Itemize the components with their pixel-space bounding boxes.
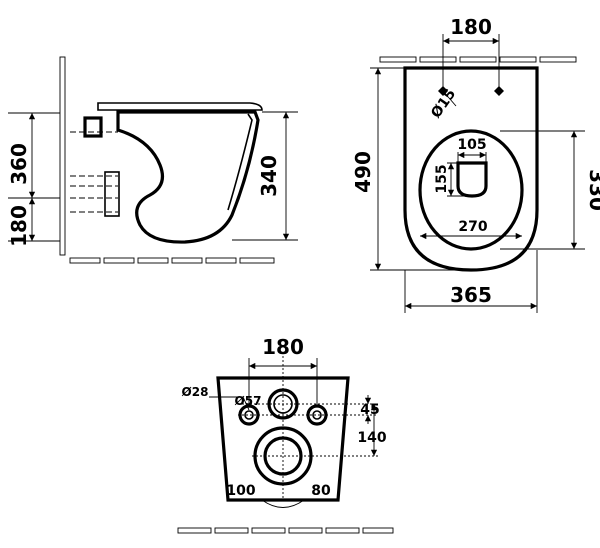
dim-length: 490 — [351, 151, 375, 193]
dim-outlet-offset: 140 — [357, 430, 386, 446]
water-spot — [456, 161, 488, 198]
small-pipe-left-inner — [244, 410, 254, 420]
dim-height-total: 360 — [7, 143, 31, 185]
dim-width: 365 — [450, 283, 492, 307]
bolt-hole-right — [494, 86, 504, 96]
dim-inlet-offset: 45 — [360, 402, 379, 418]
dim-seat-width: 270 — [458, 219, 487, 235]
dim-small-pipe: Ø28 — [182, 385, 209, 399]
seat-lid — [97, 102, 263, 111]
small-pipe-right-inner — [312, 410, 322, 420]
dim-opening-depth: 155 — [434, 164, 450, 193]
dim-bowl-height: 340 — [257, 155, 281, 197]
dim-opening-width: 105 — [457, 137, 486, 153]
dim-bolt-spacing: 180 — [450, 15, 492, 39]
rear-outline — [216, 376, 350, 502]
side-view: 360 180 340 — [7, 56, 298, 264]
dim-bottom: 180 — [7, 205, 31, 247]
floor-hatch — [69, 257, 275, 264]
wall-outline — [59, 56, 66, 256]
bowl-opening — [418, 129, 524, 251]
outlet-pipe — [104, 171, 120, 217]
dim-inlet-pipe: Ø57 — [235, 394, 262, 408]
bowl-outline — [116, 110, 260, 244]
flush-pipe — [83, 116, 103, 138]
rear-view: 180 Ø28 Ø57 45 140 100 80 — [177, 335, 394, 534]
bowl-top-outline — [403, 66, 539, 272]
dim-bolt-diameter: Ø15 — [428, 86, 459, 121]
dim-inner-length: 330 — [585, 169, 600, 211]
top-view: 180 Ø15 490 330 105 155 270 365 — [351, 15, 600, 313]
wall-hatch-top — [379, 56, 577, 63]
floor-hatch-rear — [177, 527, 394, 534]
dim-outlet-right: 80 — [311, 483, 331, 499]
bowl-inner-line — [227, 113, 253, 211]
dim-rear-spacing: 180 — [262, 335, 304, 359]
dim-outlet-left: 100 — [226, 483, 255, 499]
